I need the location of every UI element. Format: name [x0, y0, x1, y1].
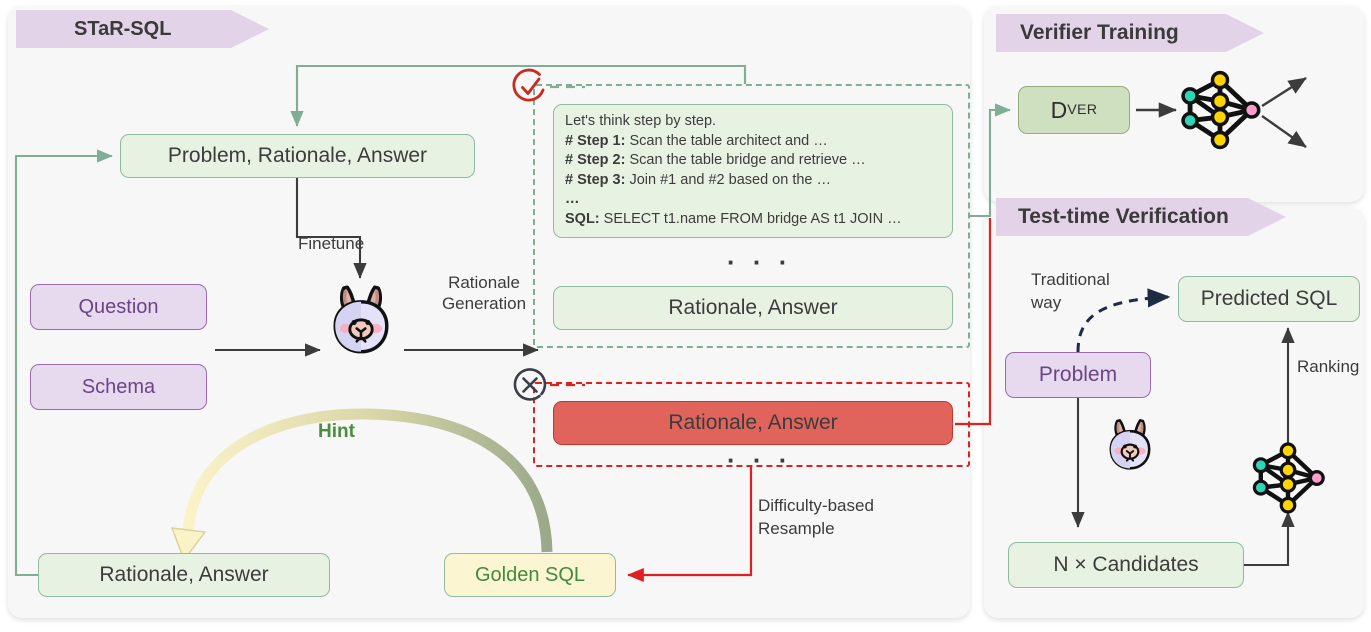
llama-icon — [333, 285, 389, 354]
label-difficulty-line1: Difficulty-based — [758, 496, 874, 515]
panel-title-test-time-verification: Test-time Verification — [1018, 205, 1229, 228]
cot-line-more: … — [565, 191, 581, 207]
check-circle-icon — [512, 68, 545, 102]
node-d-ver-main: D — [1050, 96, 1068, 123]
neural-graph-icon — [1252, 442, 1325, 514]
cot-step2-label: # Step 2: — [565, 152, 626, 168]
llama-icon — [1109, 419, 1151, 470]
node-problem-rationale-answer[interactable]: Problem, Rationale, Answer — [120, 134, 475, 178]
ribbon-test-time-verification: Test-time Verification — [996, 198, 1286, 236]
cot-sql-text: SELECT t1.name FROM bridge AS t1 JOIN … — [599, 210, 902, 227]
group-box-correct-samples — [533, 84, 970, 348]
ribbon-tip-icon — [1248, 198, 1286, 236]
cot-step3-text: Join #1 and #2 based on the … — [625, 171, 832, 188]
node-problem[interactable]: Problem — [1005, 352, 1151, 398]
cot-sql-label: SQL: — [565, 210, 600, 227]
label-traditional-way: Traditional way — [1031, 268, 1110, 314]
label-finetune: Finetune — [298, 234, 365, 253]
label-rationale-generation-line2: Generation — [441, 294, 527, 313]
ribbon-star-sql: STaR-SQL — [16, 10, 269, 48]
cot-step1-label: # Step 1: — [565, 132, 626, 149]
ribbon-tip-icon — [1226, 14, 1264, 52]
panel-title-verifier-training: Verifier Training — [1020, 21, 1179, 44]
cot-line-step3: # Step 3: Join #1 and #2 based on the … — [565, 171, 941, 191]
label-difficulty-line2: Resample — [758, 519, 835, 538]
ribbon-tip-icon — [231, 10, 269, 48]
ellipsis-incorrect-group: · · · — [727, 445, 793, 475]
label-rationale-generation: Rationale Generation — [432, 272, 536, 314]
cot-line-step2: # Step 2: Scan the table bridge and retr… — [565, 151, 941, 171]
node-golden-sql[interactable]: Golden SQL — [444, 553, 616, 597]
cot-step1-text: Scan the table architect and … — [625, 132, 828, 149]
label-ranking: Ranking — [1297, 357, 1360, 376]
node-d-ver-sub: VER — [1067, 102, 1098, 118]
label-rationale-generation-line1: Rationale — [448, 273, 520, 292]
node-predicted-sql[interactable]: Predicted SQL — [1178, 276, 1360, 322]
node-rationale-answer-bottom[interactable]: Rationale, Answer — [38, 553, 330, 597]
label-difficulty-based-resample: Difficulty-based Resample — [758, 494, 874, 540]
neural-graph-icon — [1181, 70, 1261, 150]
cot-step2-text: Scan the table bridge and retrieve … — [625, 152, 866, 168]
node-rationale-answer-correct[interactable]: Rationale, Answer — [553, 286, 953, 330]
cot-step3-label: # Step 3: — [565, 171, 626, 188]
node-n-candidates[interactable]: N × Candidates — [1008, 542, 1244, 588]
node-chain-of-thought[interactable]: Let's think step by step. # Step 1: Scan… — [553, 104, 953, 238]
node-question[interactable]: Question — [30, 284, 207, 330]
cot-line-sql: SQL: SELECT t1.name FROM bridge AS t1 JO… — [565, 210, 941, 230]
label-traditional-line1: Traditional — [1031, 270, 1110, 289]
node-rationale-answer-incorrect[interactable]: Rationale, Answer — [553, 401, 953, 445]
ellipsis-correct-group: · · · — [727, 247, 793, 277]
ribbon-verifier-training: Verifier Training — [996, 14, 1264, 52]
label-hint: Hint — [318, 421, 355, 442]
cross-circle-icon — [513, 368, 547, 401]
label-traditional-line2: way — [1031, 293, 1062, 312]
cot-line-0: Let's think step by step. — [565, 113, 717, 129]
node-schema[interactable]: Schema — [30, 364, 207, 410]
cot-line-step1: # Step 1: Scan the table architect and … — [565, 132, 941, 152]
panel-title-star-sql: STaR-SQL — [74, 17, 172, 40]
